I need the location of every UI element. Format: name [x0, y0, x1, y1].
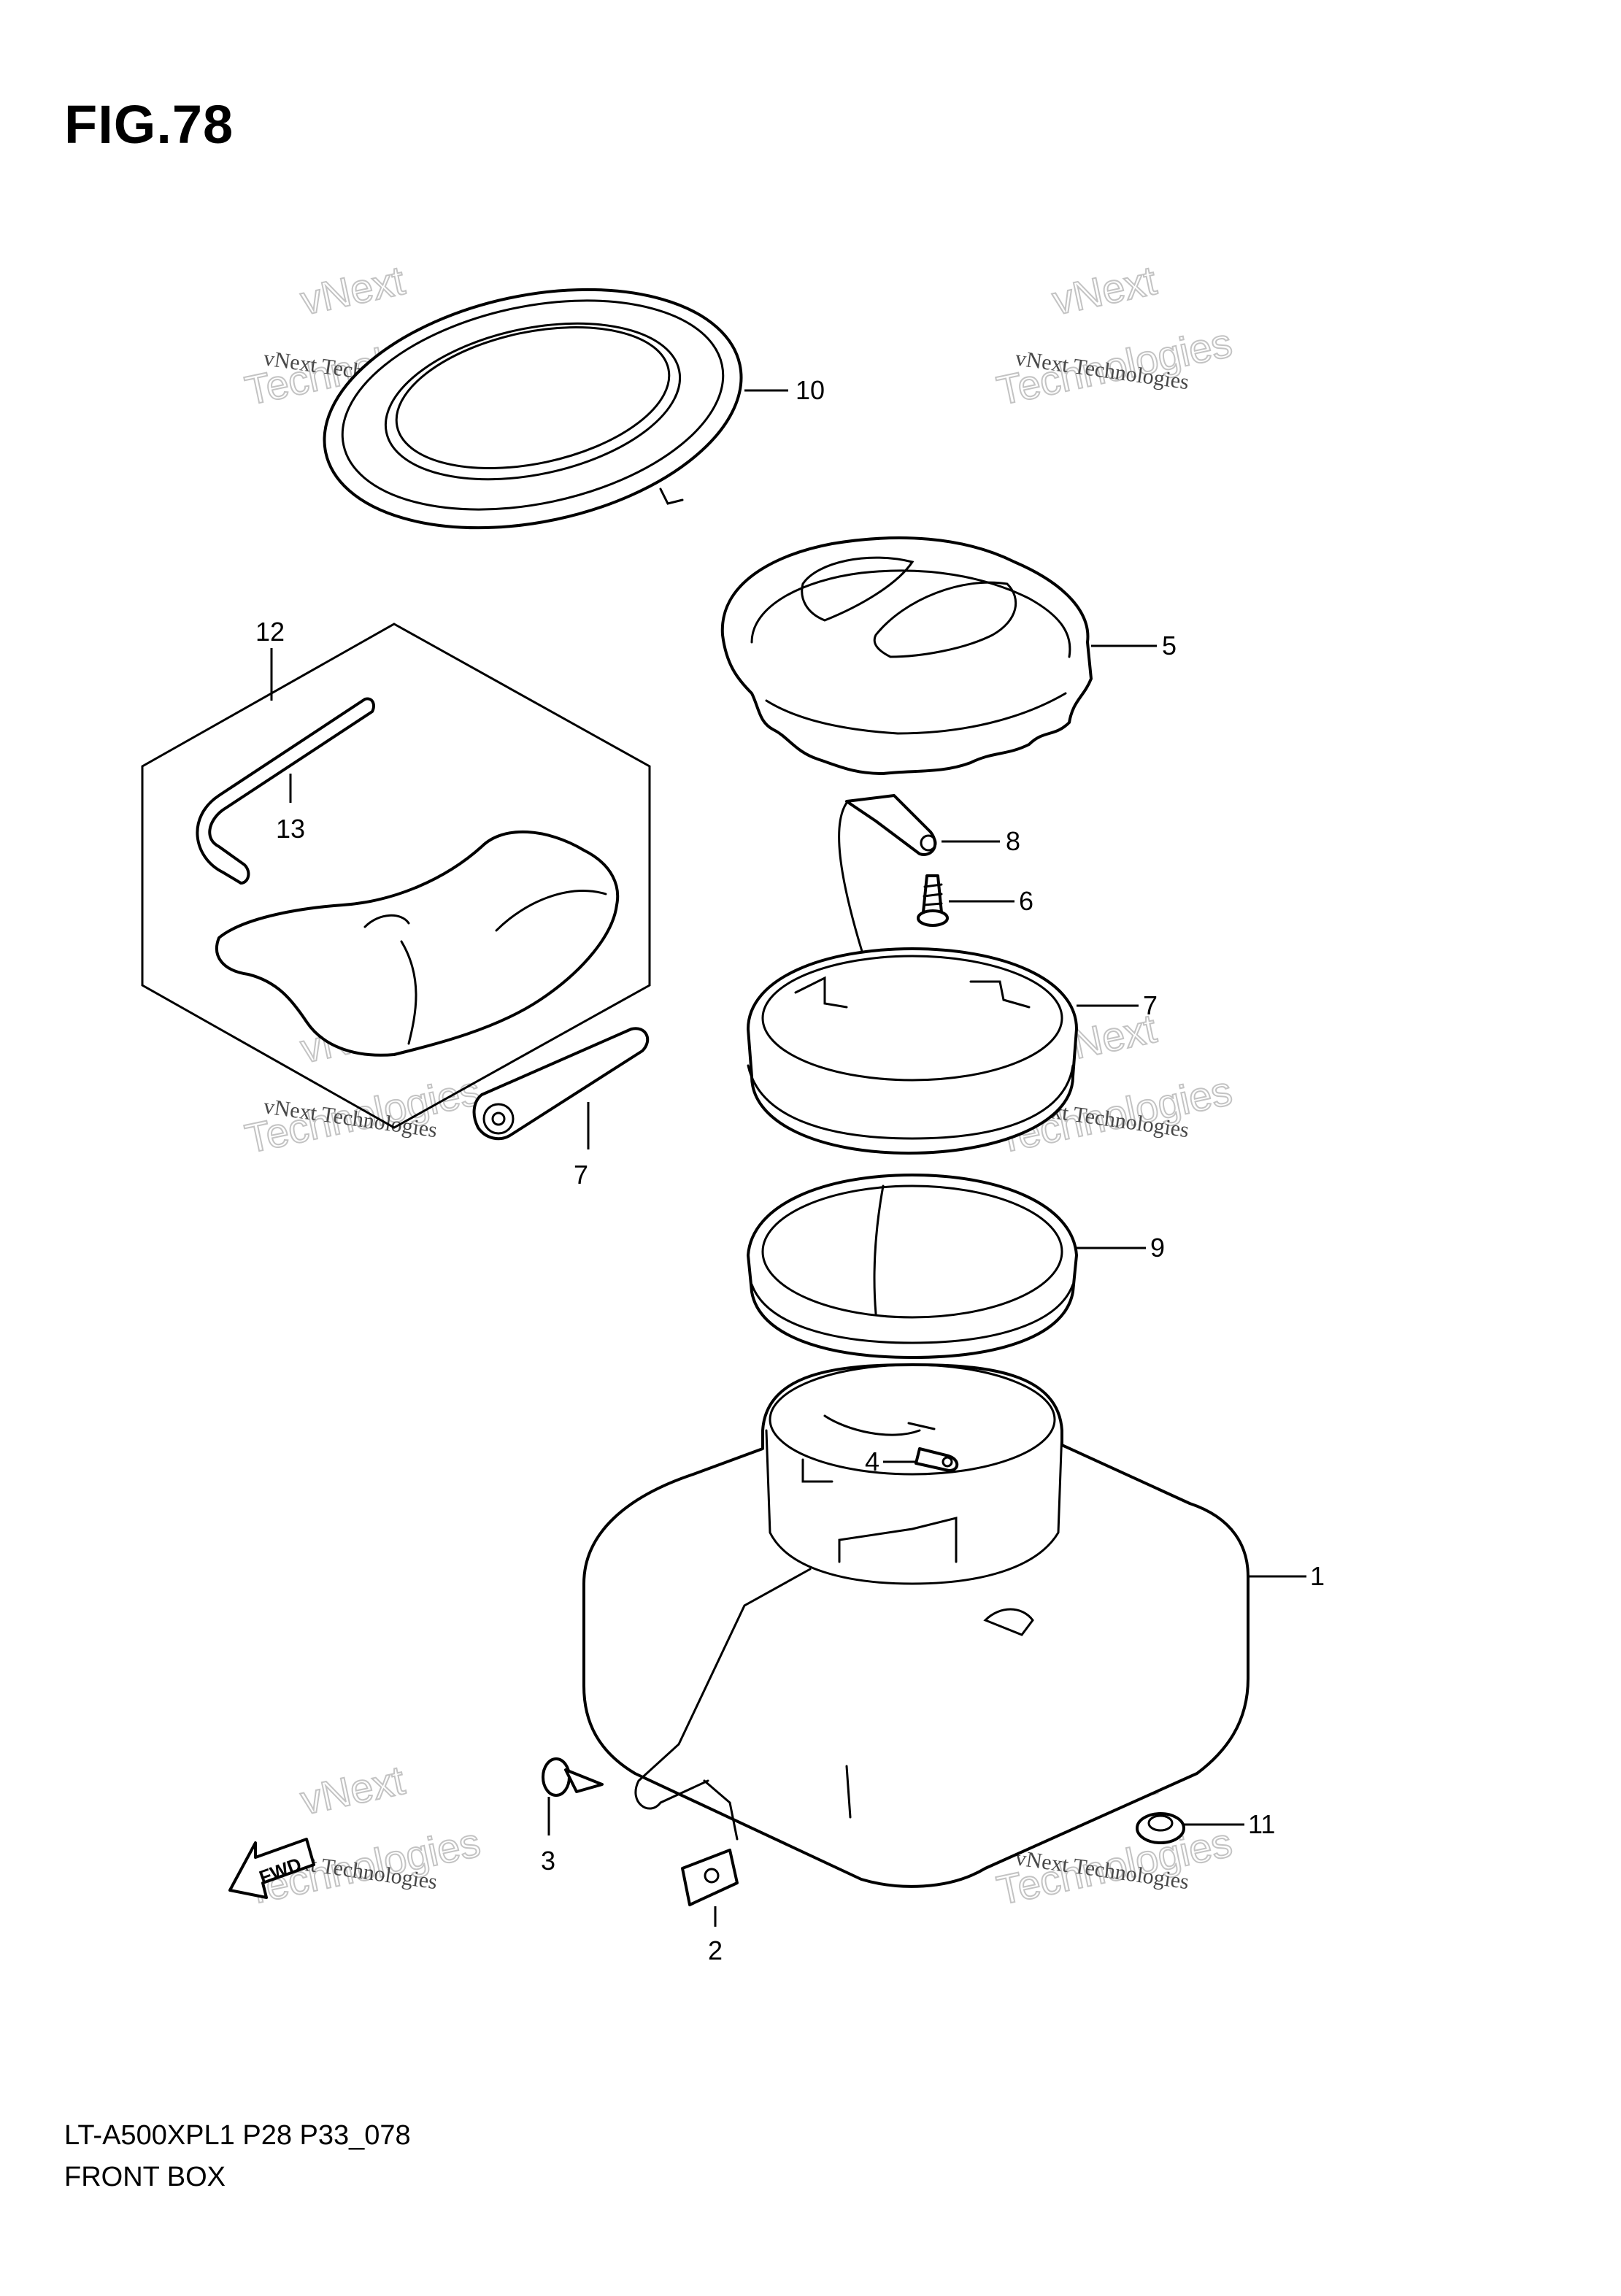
part-gasket-ring — [747, 1174, 1078, 1359]
part-bolt — [542, 1757, 604, 1797]
part-tool-kit-bag — [215, 830, 620, 1057]
part-tool-kit-wrench — [196, 697, 375, 885]
section-name: FRONT BOX — [64, 2162, 226, 2192]
callout-12: 12 — [255, 617, 285, 647]
part-grommet — [1136, 1812, 1185, 1844]
watermark-5: vNext Technologies vNext Technologies — [240, 1756, 485, 1914]
callout-9: 9 — [1150, 1233, 1165, 1263]
watermark-big-top: vNext — [296, 1757, 409, 1823]
callout-7: 7 — [1143, 990, 1158, 1020]
callout-5: 5 — [1162, 631, 1177, 660]
callout-11: 11 — [1248, 1809, 1275, 1839]
part-screw — [917, 874, 949, 927]
callout-6: 6 — [1019, 886, 1033, 916]
model-code: LT-A500XPL1 P28 P33_078 — [64, 2120, 411, 2151]
callout-3: 3 — [541, 1846, 555, 1876]
watermark-big-top: vNext — [1048, 257, 1160, 323]
watermark-2: vNext Technologies vNext Technologies — [992, 256, 1236, 415]
callout-14: 7 — [574, 1160, 588, 1190]
part-cap — [720, 536, 1093, 775]
callout-10: 10 — [796, 375, 825, 405]
callout-8: 8 — [1006, 826, 1020, 856]
part-tool-kit-frame — [141, 623, 651, 1129]
callout-1: 1 — [1310, 1561, 1325, 1591]
callout-13: 13 — [276, 814, 305, 844]
callout-2: 2 — [708, 1935, 723, 1965]
part-wire-end — [915, 1447, 959, 1472]
watermark-big-top: vNext — [296, 257, 409, 323]
part-front-box — [582, 1363, 1250, 1888]
part-cap-ring — [747, 947, 1078, 1155]
figure-title: FIG.78 — [64, 94, 234, 155]
part-tool-tube — [472, 1027, 650, 1141]
part-nut-clip — [681, 1849, 739, 1906]
callout-4: 4 — [865, 1446, 879, 1476]
part-cover-seal-ring — [323, 288, 743, 530]
